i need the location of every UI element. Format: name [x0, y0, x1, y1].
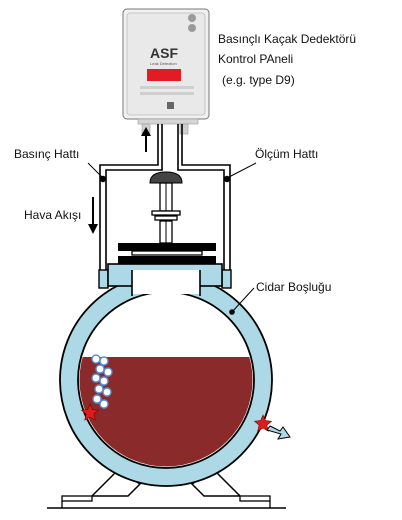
control-panel-device: ASF Leak Detection: [122, 8, 210, 152]
air-out-arrow-icon: [141, 127, 151, 152]
measurement-line-label: Ölçüm Hattı: [255, 147, 319, 161]
connection-lines: [99, 124, 231, 272]
manhole-flange-top: [118, 243, 216, 251]
air-flow-label: Hava Akışı: [24, 208, 82, 222]
manhole-flange-bottom: [118, 256, 216, 264]
device-display: [147, 69, 181, 81]
vent-valve-icon: [149, 171, 183, 244]
device-led-icon: [167, 102, 174, 109]
device-brand-tagline: Leak Detection: [150, 61, 177, 66]
interstitial-space-label: Cidar Boşluğu: [256, 280, 332, 294]
air-bubbles: [91, 354, 113, 409]
leak-star-icon: [80, 403, 100, 421]
device-model-note: (e.g. type D9): [222, 73, 295, 87]
measurement-line-junction: [223, 175, 231, 183]
device-button-icon: [188, 14, 196, 22]
pressure-line-label: Basınç Hattı: [14, 147, 80, 161]
device-button-icon: [188, 24, 196, 32]
leak-out-arrow-icon: [266, 425, 291, 440]
device-title: Basınçlı Kaçak Dedektörü: [218, 32, 357, 46]
leak-star-icon: [253, 414, 273, 432]
tank: [47, 171, 291, 509]
air-flow-arrow-icon: [88, 197, 98, 234]
device-brand-logo: ASF: [150, 45, 178, 61]
pressure-line-junction: [99, 175, 107, 183]
device-subtitle: Kontrol PAneli: [218, 52, 294, 66]
